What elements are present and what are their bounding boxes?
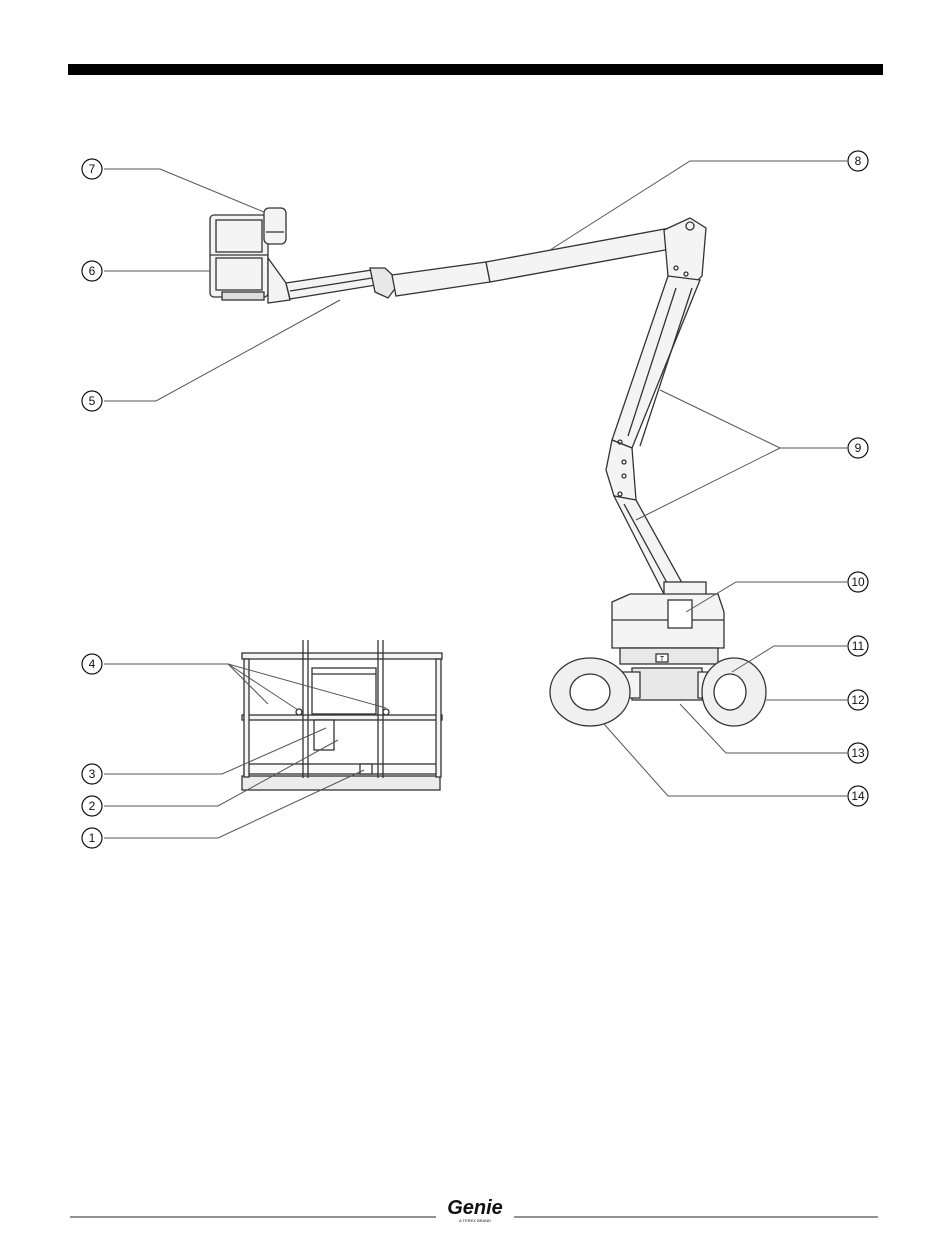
lower-riser [614,496,706,596]
svg-text:3: 3 [89,767,96,781]
turntable: T [612,594,724,664]
callout-5: 5 [82,391,102,411]
callout-6: 6 [82,261,102,281]
svg-text:8: 8 [855,154,862,168]
callout-11: 11 [848,636,868,656]
svg-text:T: T [660,656,665,663]
front-wheel [702,658,766,726]
svg-text:13: 13 [851,746,865,760]
svg-text:2: 2 [89,799,96,813]
footer: Genie A TEREX BRAND [70,1197,878,1223]
svg-text:5: 5 [89,394,96,408]
svg-text:6: 6 [89,264,96,278]
control-box [264,208,286,244]
svg-text:14: 14 [851,789,865,803]
svg-text:7: 7 [89,162,96,176]
chassis [632,668,702,700]
svg-text:10: 10 [851,575,865,589]
callout-7: 7 [82,159,102,179]
primary-boom [392,218,706,296]
callout-9: 9 [848,438,868,458]
callout-1: 1 [82,828,102,848]
machine-side-view: T [210,208,766,726]
callout-13: 13 [848,743,868,763]
callout-3: 3 [82,764,102,784]
callout-4: 4 [82,654,102,674]
callout-14: 14 [848,786,868,806]
svg-text:4: 4 [89,657,96,671]
callout-8: 8 [848,151,868,171]
platform-front-view [242,640,442,790]
callout-2: 2 [82,796,102,816]
header-bar [68,64,883,75]
genie-logo: Genie [447,1197,503,1219]
callout-10: 10 [848,572,868,592]
callout-12: 12 [848,690,868,710]
rear-wheel [550,658,630,726]
upper-riser [606,276,700,500]
svg-text:9: 9 [855,441,862,455]
logo-tagline: A TEREX BRAND [459,1218,491,1223]
svg-text:12: 12 [851,693,865,707]
svg-text:1: 1 [89,831,96,845]
platform-side [210,215,268,300]
jib-boom [286,268,400,299]
svg-text:11: 11 [852,639,865,653]
